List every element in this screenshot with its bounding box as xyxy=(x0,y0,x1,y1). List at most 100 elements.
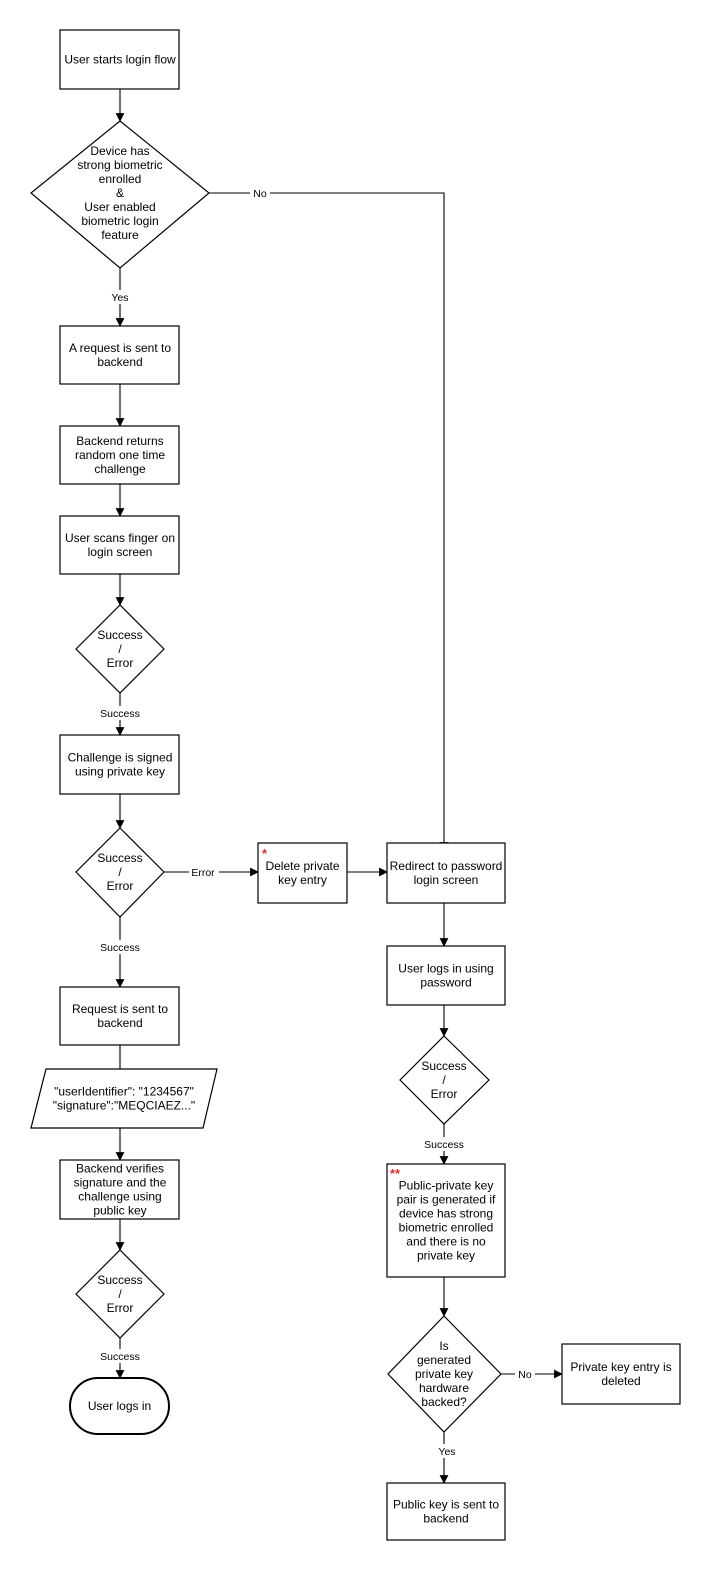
label-line: Redirect to password xyxy=(390,859,503,873)
edge-decision-no-to-redirect xyxy=(209,192,449,851)
node-decision-biometric xyxy=(30,120,210,269)
label-line: biometric login xyxy=(81,214,158,228)
node-delete-private-key xyxy=(257,842,348,904)
node-request-backend xyxy=(59,325,180,385)
label-line: / xyxy=(118,1287,122,1301)
label-line: Public key is sent to xyxy=(393,1498,499,1512)
label-line: Success xyxy=(97,1273,142,1287)
label-line: User starts login flow xyxy=(64,53,176,67)
label-line: Success xyxy=(97,628,142,642)
node-decision-verify-result-label: Success/Error xyxy=(97,1273,142,1315)
label-line: Error xyxy=(431,1087,458,1101)
label-line: Error xyxy=(107,879,134,893)
label-line: device has strong xyxy=(399,1207,493,1221)
label-line: "userIdentifier": "1234567" xyxy=(54,1085,194,1099)
node-generate-keypair xyxy=(386,1163,506,1278)
label-line: Request is sent to xyxy=(72,1002,168,1016)
edge-labels: No Yes Success Error Success Success Suc… xyxy=(94,186,535,1458)
label-line: Device has xyxy=(90,144,149,158)
label-line: & xyxy=(116,186,124,200)
label-line: Is xyxy=(439,1339,448,1353)
node-end xyxy=(69,1377,170,1435)
edge-label-success: Success xyxy=(100,708,140,720)
label-line: feature xyxy=(101,228,139,242)
node-payload-label: "userIdentifier": "1234567""signature":"… xyxy=(53,1085,195,1113)
label-line: challenge xyxy=(94,462,146,476)
node-key-deleted xyxy=(561,1343,681,1405)
label-line: strong biometric xyxy=(77,158,162,172)
label-line: password xyxy=(420,976,471,990)
label-line: backend xyxy=(97,1016,142,1030)
node-password-login xyxy=(386,945,506,1006)
node-send-public-key xyxy=(386,1482,506,1541)
label-line: backend xyxy=(423,1512,468,1526)
label-line: signature and the xyxy=(74,1176,167,1190)
label-line: generated xyxy=(417,1353,471,1367)
edge-label-no: No xyxy=(518,1369,532,1381)
label-line: hardware xyxy=(419,1381,469,1395)
label-line: deleted xyxy=(601,1374,640,1388)
label-line: biometric enrolled xyxy=(399,1221,494,1235)
label-line: private key xyxy=(417,1249,475,1263)
label-line: Public-private key xyxy=(399,1179,494,1193)
label-line: / xyxy=(118,642,122,656)
label-line: User scans finger on xyxy=(65,531,175,545)
label-line: Challenge is signed xyxy=(68,751,173,765)
node-scan-finger xyxy=(59,515,180,575)
node-start-label: User starts login flow xyxy=(64,53,176,67)
edge-label-yes: Yes xyxy=(111,292,128,304)
nodes xyxy=(30,29,681,1541)
node-decision-hardware-backed xyxy=(387,1315,502,1433)
label-line: public key xyxy=(93,1204,146,1218)
edge-label-success: Success xyxy=(100,942,140,954)
label-line: and there is no xyxy=(406,1235,486,1249)
label-line: Backend verifies xyxy=(76,1162,164,1176)
label-line: challenge using xyxy=(78,1190,161,1204)
label-line: "signature":"MEQCIAEZ..." xyxy=(53,1099,195,1113)
node-decision-password-result-label: Success/Error xyxy=(421,1059,466,1101)
node-verify xyxy=(59,1159,180,1220)
label-line: backed? xyxy=(421,1395,467,1409)
node-sign-challenge xyxy=(59,734,180,795)
node-decision-sign-result-label: Success/Error xyxy=(97,851,142,893)
label-line: A request is sent to xyxy=(69,341,171,355)
node-decision-scan-result-label: Success/Error xyxy=(97,628,142,670)
node-decision-verify-result xyxy=(75,1249,165,1339)
label-line: login screen xyxy=(88,545,153,559)
node-decision-scan-result xyxy=(75,604,165,694)
edge-label-success: Success xyxy=(424,1139,464,1151)
label-line: enrolled xyxy=(99,172,142,186)
label-line: User enabled xyxy=(84,200,155,214)
edge-label-no: No xyxy=(253,188,267,200)
label-line: using private key xyxy=(75,765,165,779)
label-line: / xyxy=(442,1073,446,1087)
label-line: login screen xyxy=(414,873,479,887)
node-request-sent xyxy=(59,986,180,1046)
node-end-label: User logs in xyxy=(88,1399,151,1413)
label-line: User logs in xyxy=(88,1399,151,1413)
node-decision-sign-result xyxy=(75,827,165,918)
label-line: Backend returns xyxy=(76,434,163,448)
footnote-marker: ** xyxy=(390,1166,401,1181)
label-line: Error xyxy=(107,656,134,670)
label-line: / xyxy=(118,865,122,879)
label-line: Success xyxy=(421,1059,466,1073)
edge-label-yes: Yes xyxy=(438,1446,455,1458)
label-line: key entry xyxy=(278,873,327,887)
node-redirect-password xyxy=(386,842,506,904)
label-line: pair is generated if xyxy=(397,1193,496,1207)
node-decision-password-result xyxy=(399,1035,490,1125)
